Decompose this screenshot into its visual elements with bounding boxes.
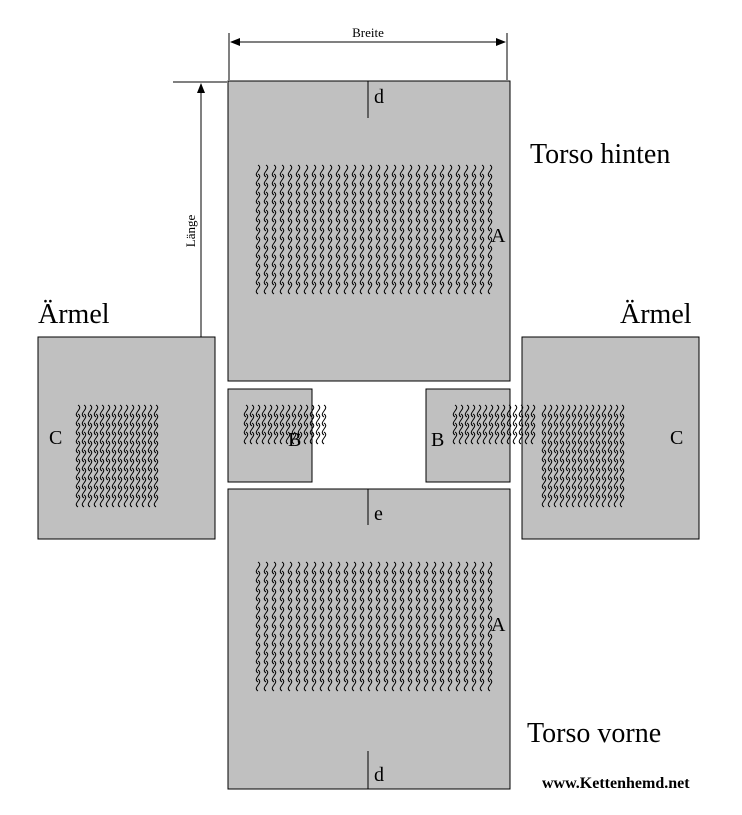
- width-dimension: Breite: [228, 25, 508, 80]
- gusset-left-chainmail-rings: [243, 404, 327, 445]
- front-mark-e: e: [374, 503, 383, 525]
- ring-wave-path: [75, 404, 159, 508]
- torso-back-title: Torso hinten: [530, 139, 670, 170]
- gusset-left-letter-b: B: [288, 429, 301, 451]
- sleeve-right-panel: C: [521, 336, 700, 540]
- width-label: Breite: [352, 25, 384, 40]
- back-letter-a: A: [491, 225, 506, 247]
- front-letter-a: A: [491, 614, 506, 636]
- gusset-right-panel: B: [425, 388, 536, 483]
- length-dimension: Länge: [173, 81, 227, 381]
- sleeve-left-title: Ärmel: [38, 299, 110, 330]
- sleeve-right-title: Ärmel: [620, 299, 692, 330]
- ring-wave-path: [255, 561, 493, 692]
- torso-back-panel: d A: [227, 80, 511, 382]
- sleeve-right-letter-c: C: [670, 427, 683, 449]
- torso-front-title: Torso vorne: [527, 718, 661, 749]
- length-label: Länge: [183, 215, 198, 248]
- front-chainmail-rings: [255, 561, 493, 692]
- website-credit: www.Kettenhemd.net: [542, 775, 690, 792]
- sleeve-right-chainmail-rings: [541, 404, 625, 508]
- back-chainmail-rings: [255, 164, 493, 295]
- gusset-right-chainmail-rings: [452, 404, 536, 445]
- sleeve-left-letter-c: C: [49, 427, 62, 449]
- ring-wave-path: [452, 404, 536, 445]
- front-mark-d: d: [374, 764, 384, 786]
- back-mark-d: d: [374, 86, 384, 108]
- ring-wave-path: [541, 404, 625, 508]
- sleeve-left-panel: C: [37, 336, 216, 540]
- sleeve-left-chainmail-rings: [75, 404, 159, 508]
- ring-wave-path: [243, 404, 327, 445]
- torso-front-panel: e A d: [227, 488, 511, 790]
- ring-wave-path: [255, 164, 493, 295]
- gusset-right-letter-b: B: [431, 429, 444, 451]
- gusset-left-panel: B: [227, 388, 327, 483]
